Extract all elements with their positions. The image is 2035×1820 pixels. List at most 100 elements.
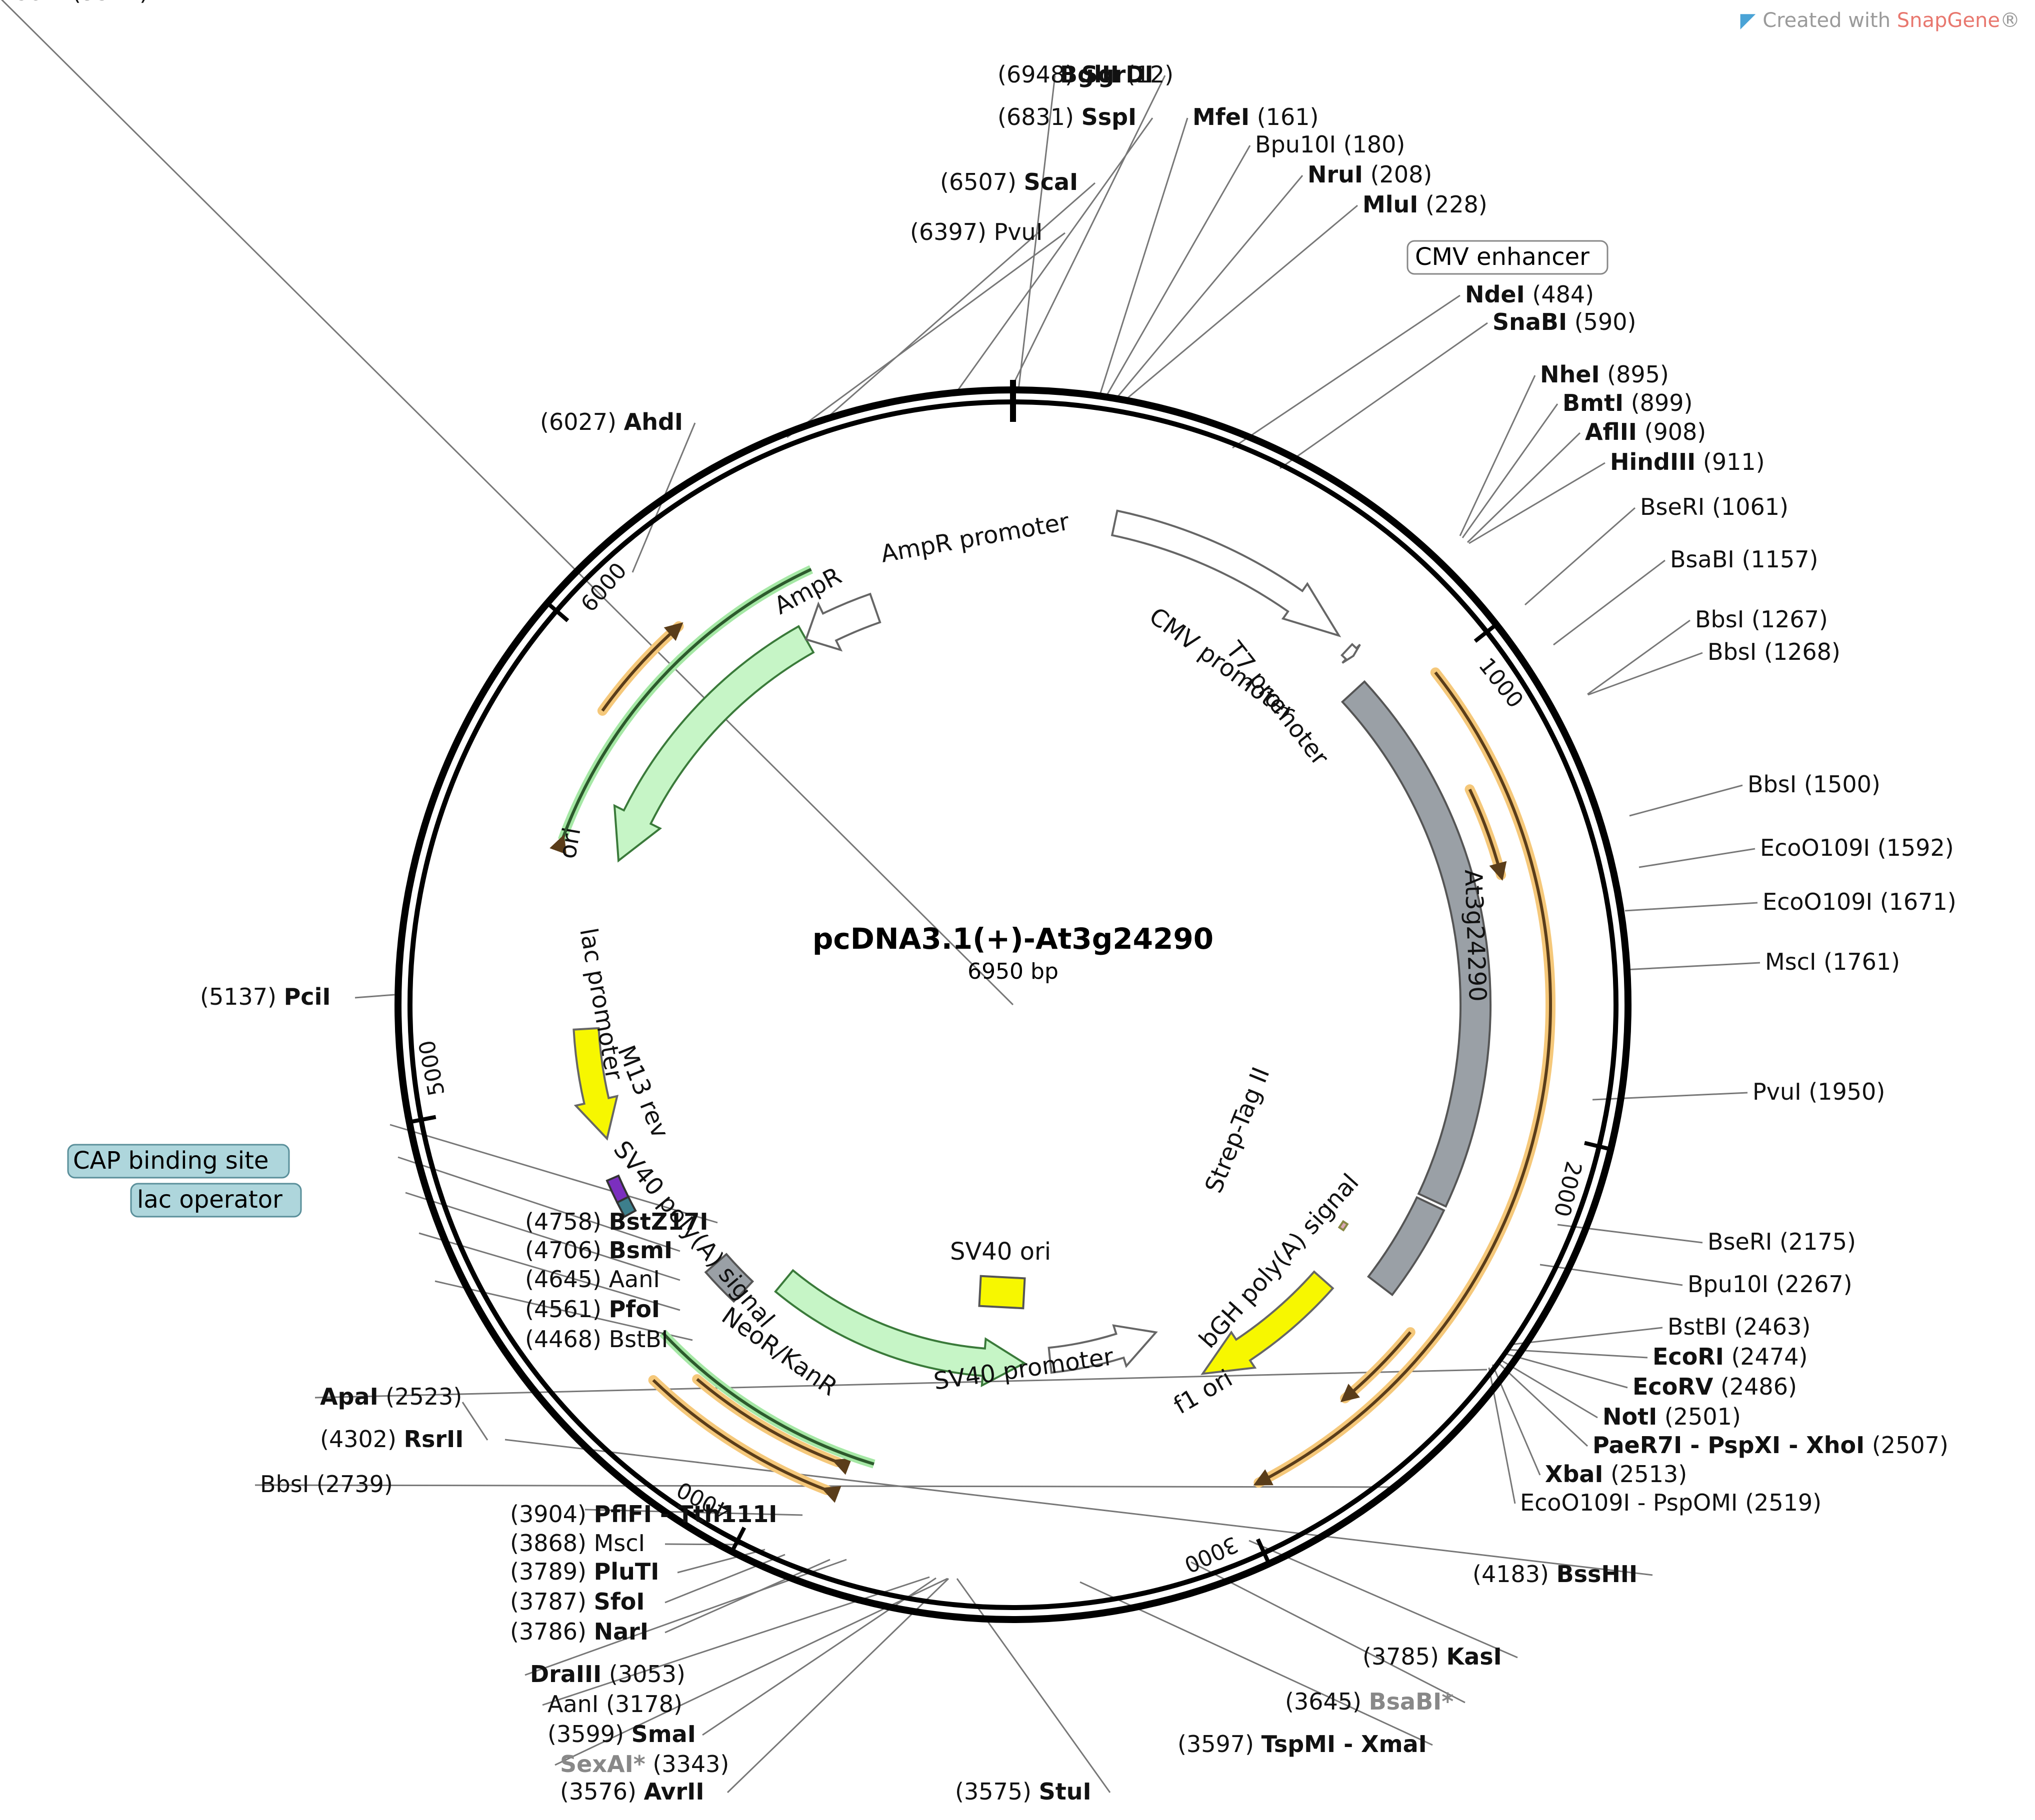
site-name: AanI (548, 1691, 598, 1718)
site-label: (3904) PflFI - Tth111I (510, 1501, 777, 1528)
site-label: NruI (208) (1308, 161, 1432, 188)
site-name: KasI (1446, 1643, 1502, 1670)
site-label: (4302) RsrII (320, 1426, 464, 1453)
site-label: EcoRV (2486) (1632, 1373, 1797, 1400)
site-leader (1116, 175, 1304, 397)
site-label: MfeI (161) (1192, 103, 1318, 130)
site-position: (895) (1600, 361, 1669, 388)
site-leader (1557, 1224, 1703, 1244)
site-name: EcoRI (1652, 1343, 1724, 1370)
site-leader (677, 1549, 766, 1574)
site-name: HindIII (1610, 448, 1696, 475)
site-label: HindIII (911) (1610, 448, 1765, 475)
backbone-tick (1474, 623, 1498, 643)
site-label: AanI (3178) (548, 1691, 682, 1718)
backbone-tick (546, 601, 570, 622)
gene-band (1340, 680, 1492, 1208)
site-position: (3599) (548, 1721, 632, 1748)
site-name: SnaBI (1492, 308, 1567, 335)
site-leader (405, 1192, 680, 1281)
site-label: (3789) PluTI (510, 1558, 659, 1585)
site-position: (3787) (510, 1588, 594, 1615)
site-label: (6397) PvuI (910, 218, 1042, 245)
site-name: BglII (1060, 61, 1119, 88)
site-leader (1507, 1349, 1648, 1359)
site-name: AflII (1585, 418, 1637, 445)
site-leader (1280, 322, 1488, 469)
site-position: (3053) (602, 1661, 686, 1688)
site-label: NdeI (484) (1465, 281, 1594, 308)
site-position: (3786) (510, 1618, 594, 1645)
t7-promoter-arrow (1340, 643, 1361, 664)
site-leader (1466, 432, 1581, 543)
site-label: (3576) AvrII (560, 1778, 704, 1805)
site-name: PaeR7I - PspXI - XhoI (1592, 1432, 1864, 1459)
site-leader (314, 1369, 1488, 1399)
site-position: (4758) (525, 1208, 609, 1235)
feature-label-ori: ori (554, 825, 586, 861)
site-position: (4468) (525, 1326, 609, 1353)
site-position: (3343) (646, 1751, 730, 1778)
site-position: (1761) (1816, 948, 1900, 975)
site-leader (354, 994, 395, 999)
site-position: (6397) (910, 218, 994, 245)
site-leader (390, 1124, 718, 1224)
site-name: MscI (1765, 948, 1816, 975)
site-position: (3178) (598, 1691, 682, 1718)
site-name: ScaI (1024, 168, 1078, 195)
cmv-promoter-arrow (1110, 509, 1342, 638)
site-position: (208) (1363, 161, 1432, 188)
site-name: BbsI (260, 1471, 309, 1498)
site-name: SexAI* (560, 1751, 646, 1778)
site-position: (1268) (1756, 638, 1840, 665)
site-name: MfeI (1192, 103, 1250, 130)
site-label: PaeR7I - PspXI - XhoI (2507) (1592, 1432, 1948, 1459)
site-label: (3786) NarI (510, 1618, 648, 1645)
site-label: EcoO109I (1592) (1760, 834, 1954, 861)
site-name: SmaI (632, 1721, 696, 1748)
orf-arc-c (652, 1379, 842, 1503)
snapgene-logo-icon: ◤ (1740, 9, 1763, 32)
cmv-enhancer-box (1406, 240, 1608, 275)
backbone-tick (730, 1527, 746, 1553)
site-label: BmtI (899) (1562, 389, 1692, 416)
ampr-arrow (613, 625, 815, 863)
plasmid-length: 6950 bp (968, 959, 1058, 984)
site-label: (3575) StuI (955, 1778, 1092, 1805)
snapgene-credit: ◤ Created with SnapGene® (1740, 9, 2020, 32)
site-position: (2739) (309, 1471, 393, 1498)
site-leader (1624, 902, 1758, 912)
site-name: StuI (1039, 1778, 1092, 1805)
site-position: (3576) (560, 1778, 644, 1805)
site-name: MluI (1362, 191, 1418, 218)
site-name: BbsI (1748, 771, 1796, 798)
site-name: SfoI (594, 1588, 645, 1615)
site-position: (1157) (1734, 546, 1818, 573)
site-position: (180) (1336, 131, 1405, 158)
neor-arrow (774, 1269, 1026, 1388)
site-position: (6507) (940, 168, 1024, 195)
bgh-polya-band (1366, 1196, 1446, 1297)
cap-binding-box (67, 1144, 290, 1179)
site-label: (3599) SmaI (548, 1721, 696, 1748)
site-name: NruI (1308, 161, 1363, 188)
site-label: AflII (908) (1585, 418, 1706, 445)
site-name: PvuI (994, 218, 1043, 245)
site-leader (702, 1577, 936, 1736)
site-label: BstBI (2463) (1668, 1313, 1810, 1340)
site-name: BstBI (1668, 1313, 1727, 1340)
site-name: BstZ17I (609, 1208, 708, 1235)
site-label: MscI (1761) (1765, 948, 1900, 975)
site-position: (4706) (525, 1237, 609, 1264)
neor-cds-line (662, 1332, 874, 1466)
lac-operator-label: lac operator (137, 1186, 282, 1214)
strep-tag-mark (1338, 1220, 1349, 1232)
site-position: (3785) (1362, 1643, 1446, 1670)
site-name: DraIII (530, 1661, 602, 1688)
site-name: AanI (609, 1266, 660, 1293)
site-name: BseRI (0, 0, 64, 5)
cmv-enhancer-label: CMV enhancer (1415, 243, 1590, 271)
backbone-tick (408, 1115, 436, 1124)
site-position: (6831) (998, 103, 1082, 130)
